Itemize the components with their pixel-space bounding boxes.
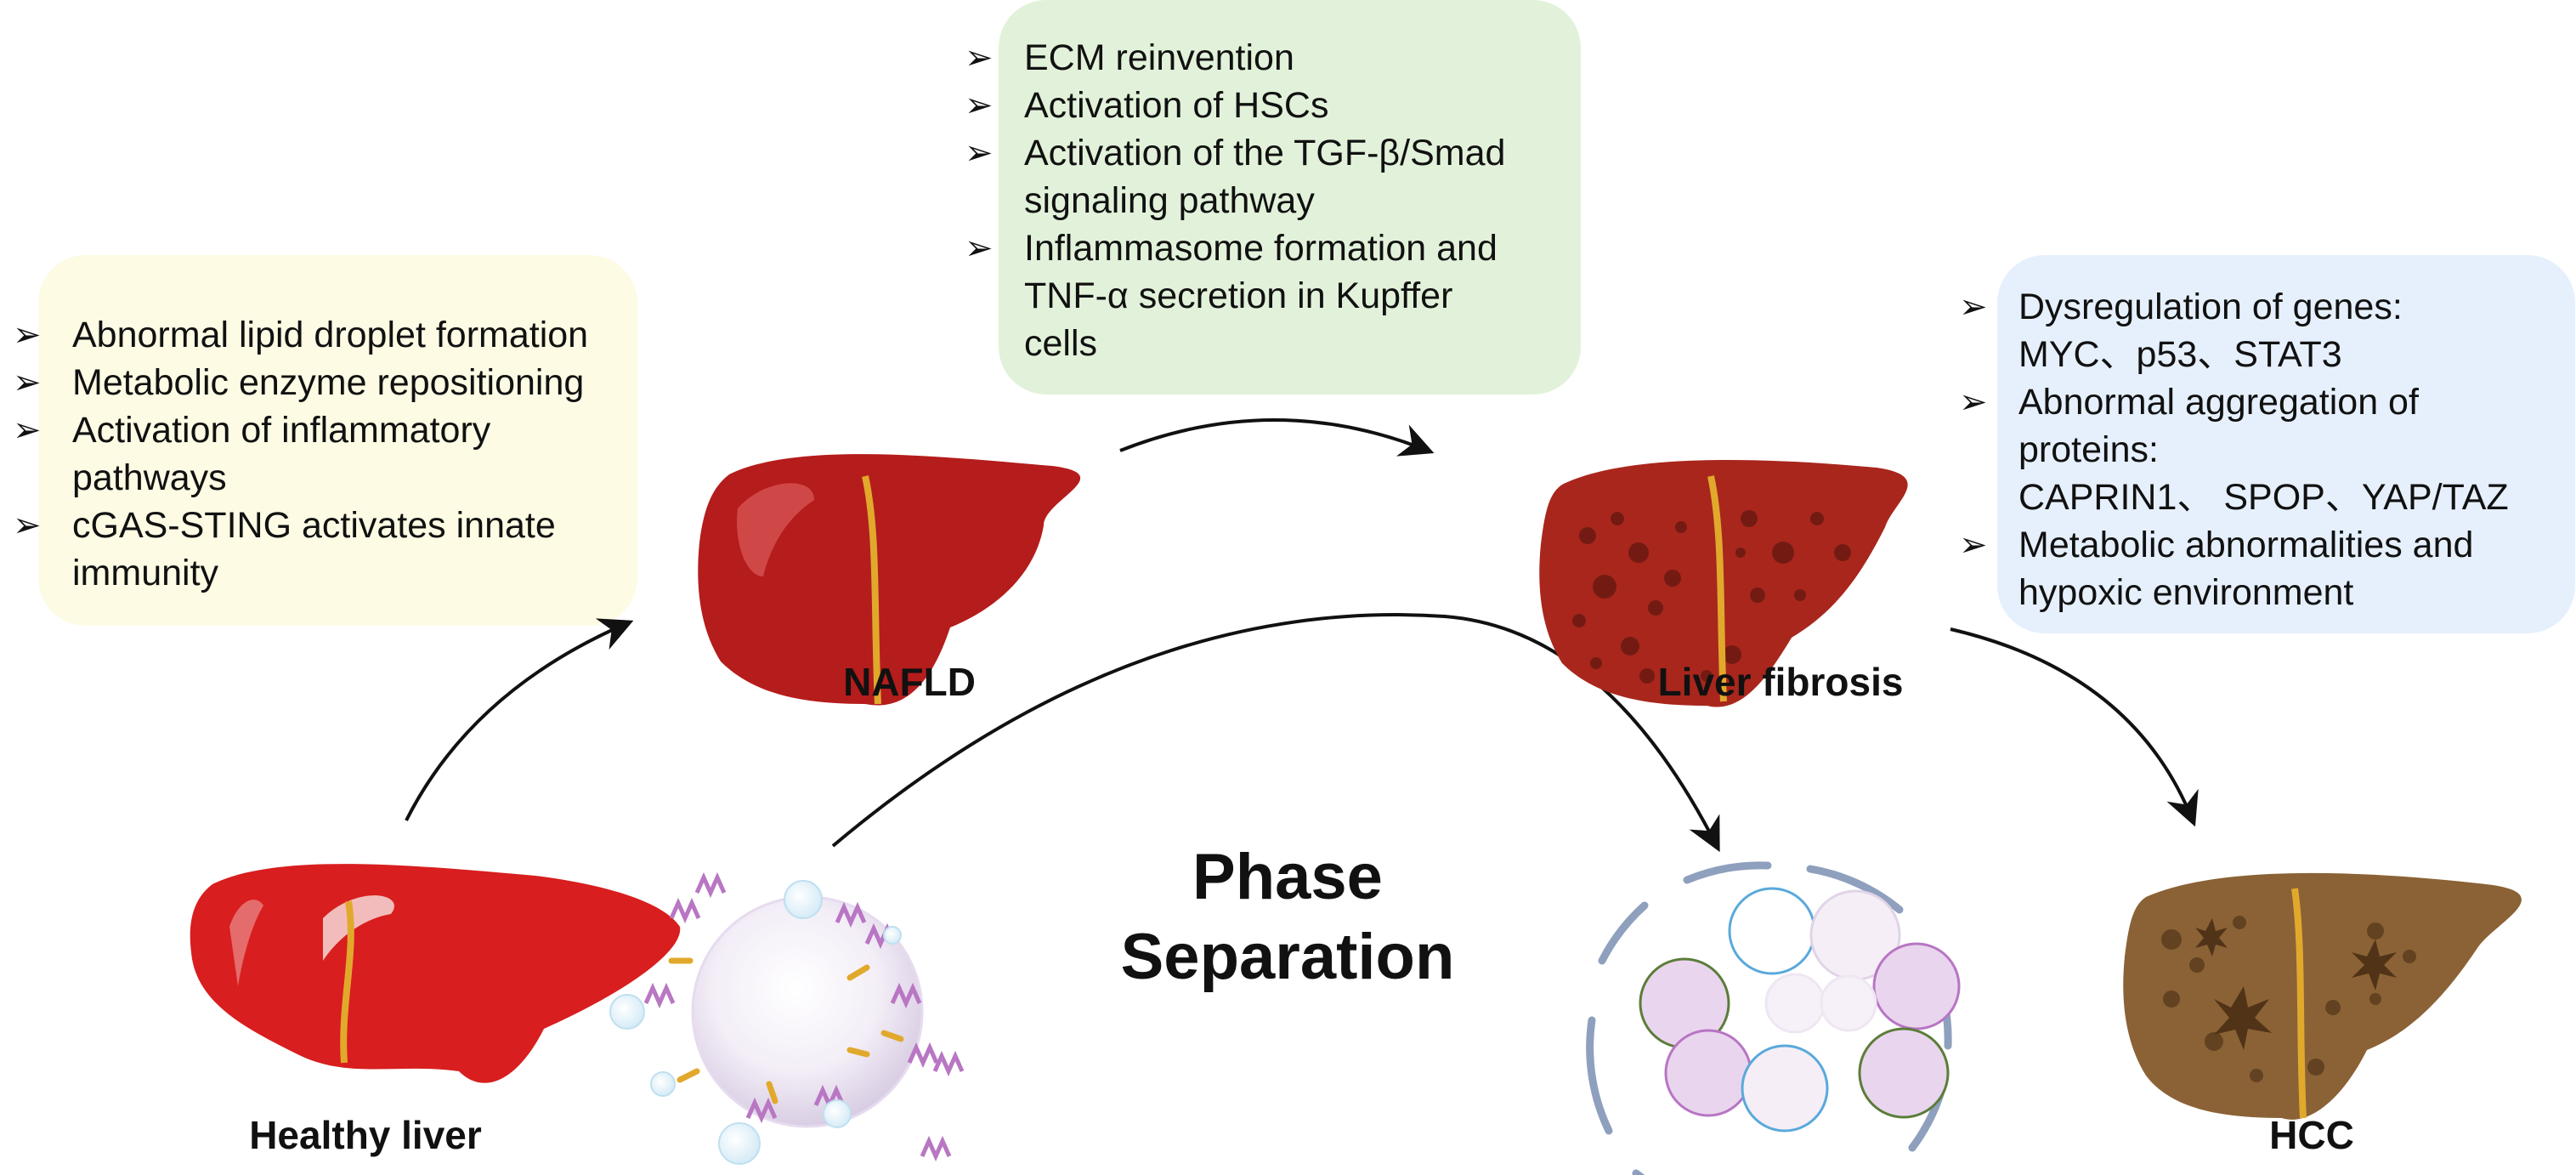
bullet-arrow-icon: ➢ xyxy=(965,39,994,77)
mechanism-text-line: pathways xyxy=(72,457,227,498)
liver-fibrosis-label: Liver fibrosis xyxy=(1657,660,1904,704)
phase-separation-arc xyxy=(831,613,1720,853)
mechanism-text-line: cGAS-STING activates innate xyxy=(72,505,556,546)
nafld-liver-icon xyxy=(698,454,1081,706)
mechanism-text-line: ECM reinvention xyxy=(1024,37,1294,78)
bullet-arrow-icon: ➢ xyxy=(13,364,42,401)
mechanism-text-line: cells xyxy=(1024,323,1098,364)
mechanism-item: ➢ Activation of HSCs xyxy=(965,82,1505,129)
mechanism-text-line: hypoxic environment xyxy=(2018,572,2354,613)
condensate-cluster-icon xyxy=(1586,861,1961,1175)
nafld-label: NAFLD xyxy=(843,660,976,704)
bullet-arrow-icon: ➢ xyxy=(1959,383,1988,421)
mechanism-item: ➢ Abnormal aggregation of proteins: CAPRIN1… xyxy=(1959,378,2509,521)
mechanism-item: ➢ Abnormal lipid droplet formation xyxy=(13,311,588,359)
title-line-1: Phase xyxy=(1192,841,1383,913)
nafld-mechanisms-box: ➢ Abnormal lipid droplet formation ➢ Metabo… xyxy=(13,255,637,626)
mechanism-text-line: TNF-α secretion in Kupffer xyxy=(1024,275,1453,316)
phase-separation-title: Phase Separation xyxy=(1024,837,1551,997)
mechanism-text-line: proteins: xyxy=(2018,429,2159,470)
mechanism-text-line: CAPRIN1、 SPOP、YAP/TAZ xyxy=(2018,477,2509,518)
mechanism-text-line: immunity xyxy=(72,553,219,593)
bullet-arrow-icon: ➢ xyxy=(13,316,42,354)
mechanism-text-line: Activation of HSCs xyxy=(1024,85,1329,126)
healthy-liver-label: Healthy liver xyxy=(249,1113,482,1157)
mechanism-item: ➢ Activation of the TGF-β/Smad signaling p… xyxy=(965,129,1505,224)
bullet-arrow-icon: ➢ xyxy=(965,134,994,172)
title-line-2: Separation xyxy=(1120,921,1455,993)
healthy-to-nafld-arrow xyxy=(405,618,634,821)
bullet-arrow-icon: ➢ xyxy=(13,507,42,544)
fibrosis-mechanisms-list: ➢ ECM reinvention ➢ Activation of HSCs ➢ Acti… xyxy=(965,34,1505,367)
mechanism-text-line: Metabolic abnormalities and xyxy=(2018,525,2474,565)
mechanism-item: ➢ Metabolic abnormalities and hypoxic envi… xyxy=(1959,521,2509,616)
mechanism-text-line: signaling pathway xyxy=(1024,180,1315,221)
nafld-mechanisms-list: ➢ Abnormal lipid droplet formation ➢ Metabo… xyxy=(13,311,588,597)
mechanism-item: ➢ Dysregulation of genes: MYC、p53、STAT3 xyxy=(1959,283,2509,378)
bullet-arrow-icon: ➢ xyxy=(965,87,994,124)
bullet-arrow-icon: ➢ xyxy=(1959,526,1988,564)
hcc-label: HCC xyxy=(2269,1113,2354,1157)
fibrosis-to-hcc-arrow xyxy=(1950,627,2199,827)
mechanism-item: ➢ cGAS-STING activates innate immunity xyxy=(13,502,588,597)
healthy-liver-icon xyxy=(190,864,681,1083)
mechanism-text-line: Dysregulation of genes: xyxy=(2018,287,2403,327)
hcc-mechanisms-list: ➢ Dysregulation of genes: MYC、p53、STAT3 ➢ Ab… xyxy=(1959,283,2509,616)
mechanism-item: ➢ Metabolic enzyme repositioning xyxy=(13,359,588,406)
protein-droplet-icon xyxy=(609,871,965,1165)
hcc-liver-icon xyxy=(2123,872,2522,1120)
bullet-arrow-icon: ➢ xyxy=(13,412,42,449)
liver-fibrosis-icon xyxy=(1539,460,1908,707)
mechanism-text-line: MYC、p53、STAT3 xyxy=(2018,334,2342,375)
mechanism-text-line: Activation of the TGF-β/Smad xyxy=(1024,133,1506,173)
mechanism-text-line: Activation of inflammatory xyxy=(72,410,491,451)
mechanism-item: ➢ ECM reinvention xyxy=(965,34,1505,82)
mechanism-text-line: Abnormal aggregation of xyxy=(2018,382,2419,423)
mechanism-item: ➢ Activation of inflammatory pathways xyxy=(13,406,588,502)
hcc-mechanisms-box: ➢ Dysregulation of genes: MYC、p53、STAT3 ➢ Ab… xyxy=(1959,255,2575,633)
nafld-to-fibrosis-arrow xyxy=(1119,418,1435,457)
mechanism-text-line: Abnormal lipid droplet formation xyxy=(72,315,589,355)
bullet-arrow-icon: ➢ xyxy=(1959,288,1988,326)
mechanism-text-line: Metabolic enzyme repositioning xyxy=(72,362,585,403)
bullet-arrow-icon: ➢ xyxy=(965,230,994,267)
mechanism-text-line: Inflammasome formation and xyxy=(1024,228,1497,269)
fibrosis-mechanisms-box: ➢ ECM reinvention ➢ Activation of HSCs ➢ Acti… xyxy=(965,0,1581,395)
